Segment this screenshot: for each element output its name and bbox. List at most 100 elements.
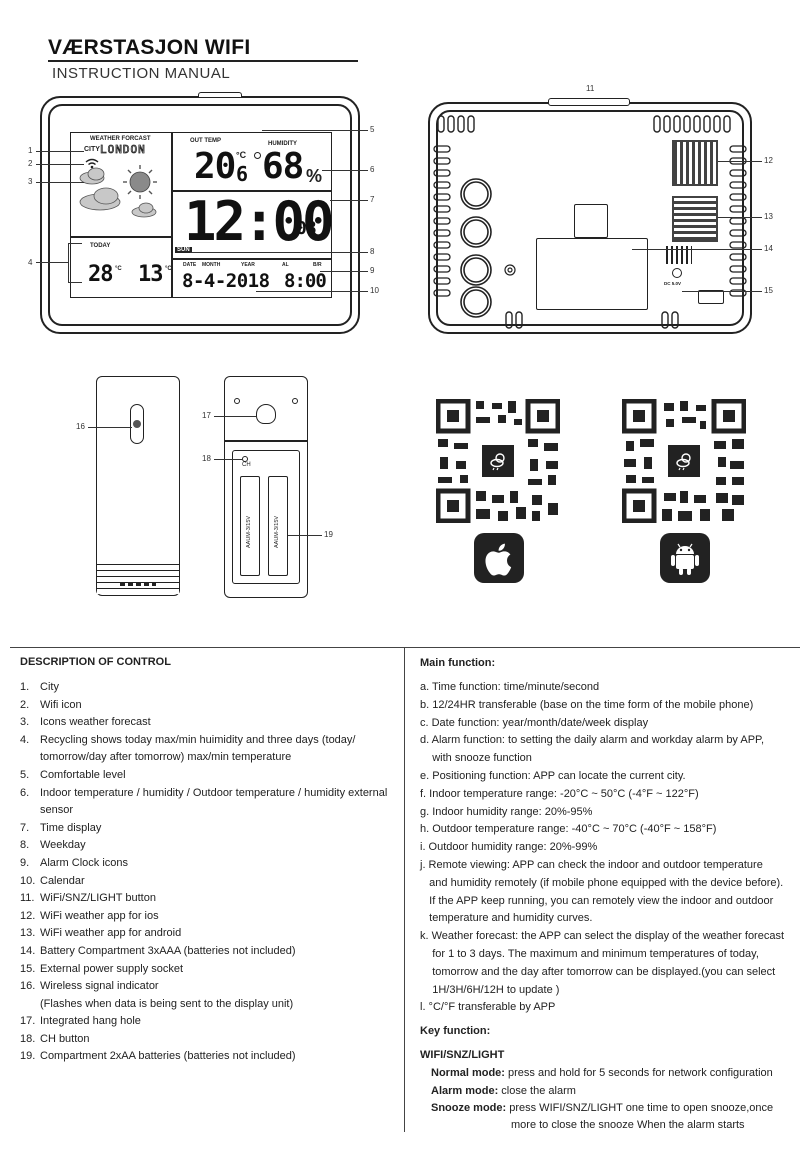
description-item: 16.Wireless signal indicator bbox=[20, 978, 398, 996]
description-item-number: 18. bbox=[20, 1032, 36, 1045]
min-temp-value: 13 bbox=[138, 262, 163, 287]
main-function-line: j. Remote viewing: APP can check the ind… bbox=[420, 858, 763, 871]
description-item-text: Recycling shows today max/min huimidity … bbox=[40, 733, 356, 764]
out-temp-value: 20 bbox=[194, 146, 236, 187]
alarm-mode-label: Alarm mode: bbox=[431, 1085, 499, 1097]
sensor-vents bbox=[120, 583, 156, 586]
description-item-text: Comfortable level bbox=[40, 768, 126, 781]
callout-16: 16 bbox=[76, 422, 85, 431]
callout-13: 13 bbox=[764, 212, 773, 221]
callout-17: 17 bbox=[202, 411, 211, 420]
description-item: 18. CH button bbox=[20, 1031, 398, 1049]
humidity-value: 68 bbox=[262, 146, 304, 187]
key-normal-mode: Normal mode: press and hold for 5 second… bbox=[431, 1065, 773, 1083]
description-item-text: (Flashes when data is being sent to the … bbox=[40, 997, 294, 1010]
description-item: 8.Weekday bbox=[20, 837, 398, 855]
main-function-line: temperature and humidity curves. bbox=[420, 912, 593, 925]
top-button-front bbox=[198, 92, 242, 97]
date-value: 8-4-2018 bbox=[182, 270, 270, 292]
weekday-badge: SUN bbox=[175, 247, 192, 253]
title-rule bbox=[48, 60, 358, 62]
today-label: TODAY bbox=[90, 243, 111, 249]
snooze-label: B/R bbox=[313, 262, 322, 268]
alarm-mode-text: close the alarm bbox=[498, 1085, 576, 1097]
description-item-number: 14. bbox=[20, 944, 36, 957]
humidity-label: HUMIDITY bbox=[268, 141, 297, 147]
battery-cell-1 bbox=[240, 476, 260, 576]
battery-cell-2 bbox=[268, 476, 288, 576]
apple-icon[interactable] bbox=[474, 533, 524, 583]
callout-line-6 bbox=[322, 170, 368, 171]
description-item: 5. Comfortable level bbox=[20, 767, 398, 785]
back-vents bbox=[428, 102, 758, 347]
lcd-display bbox=[70, 132, 332, 298]
description-item-text: Calendar bbox=[40, 874, 85, 887]
description-item: 13.WiFi weather app for android bbox=[20, 925, 398, 943]
ch-button[interactable] bbox=[242, 456, 248, 462]
switch-icon[interactable] bbox=[698, 290, 724, 304]
description-item-text: Time display bbox=[40, 821, 102, 834]
description-item: 15.External power supply socket bbox=[20, 961, 398, 979]
callout-line-8 bbox=[190, 252, 368, 253]
qr-weather-icon-android bbox=[674, 451, 694, 476]
main-function-line: for 1 to 3 days. The maximum and minimum… bbox=[420, 947, 759, 960]
description-item-number: 3. bbox=[20, 716, 30, 729]
description-item-number: 6. bbox=[20, 786, 30, 799]
android-icon[interactable] bbox=[660, 533, 710, 583]
description-item: 7.Time display bbox=[20, 820, 398, 838]
snooze-mode-text: press WIFI/SNZ/LIGHT one time to open sn… bbox=[506, 1102, 774, 1114]
qr-code-android[interactable] bbox=[621, 398, 747, 524]
cloud-icon-1 bbox=[79, 167, 105, 185]
main-function-line: and humidity remotely (if mobile phone e… bbox=[420, 876, 784, 889]
main-function-line: f. Indoor temperature range: -20°C ~ 50°… bbox=[420, 787, 699, 800]
callout-line-13 bbox=[718, 217, 762, 218]
power-socket bbox=[672, 268, 682, 278]
lcd-divider-2 bbox=[171, 258, 332, 260]
callout-line-16 bbox=[88, 427, 132, 428]
callout-line-2 bbox=[36, 164, 84, 165]
description-item-number: 17. bbox=[20, 1015, 36, 1028]
main-function-line: with snooze function bbox=[420, 752, 532, 765]
alarm-time-value: 8:00 bbox=[284, 270, 327, 292]
description-item-text: CH button bbox=[40, 1032, 90, 1045]
back-slots bbox=[666, 246, 692, 264]
cloud-icon-2 bbox=[79, 187, 121, 211]
description-item: 11.WiFi/SNZ/LIGHT button bbox=[20, 890, 398, 908]
callout-line-1 bbox=[36, 151, 84, 152]
qr-code-ios-small[interactable] bbox=[672, 140, 718, 186]
description-item-number: 5. bbox=[20, 768, 30, 781]
description-item-number: 9. bbox=[20, 856, 30, 869]
description-item: 10.Calendar bbox=[20, 873, 398, 891]
key-snooze-mode: Snooze mode: press WIFI/SNZ/LIGHT one ti… bbox=[431, 1100, 773, 1118]
description-item-text: Alarm Clock icons bbox=[40, 856, 129, 869]
description-item-text: City bbox=[40, 681, 59, 693]
callout-line-3 bbox=[36, 182, 84, 183]
wifi-icon bbox=[84, 156, 100, 174]
max-temp-value: 28 bbox=[88, 262, 113, 287]
wifi-snz-light-button[interactable] bbox=[548, 98, 630, 106]
power-label: DC 5.0V bbox=[664, 281, 682, 286]
key-snooze-mode-cont: more to close the snooze When the alarm … bbox=[511, 1119, 745, 1131]
sensor-back-divider bbox=[224, 440, 308, 442]
callout-line-17 bbox=[214, 416, 256, 417]
qr-code-android-small[interactable] bbox=[672, 196, 718, 242]
callout-1: 1 bbox=[28, 146, 33, 155]
hang-hole-icon bbox=[256, 404, 276, 424]
callout-19: 19 bbox=[324, 530, 333, 539]
main-function-line: b. 12/24HR transferable (base on the tim… bbox=[420, 698, 754, 711]
year-label: YEAR bbox=[241, 262, 255, 268]
description-item-number: 12. bbox=[20, 909, 36, 922]
sun-icon bbox=[123, 165, 157, 199]
max-temp-unit: °C bbox=[115, 266, 122, 272]
key-function-subheading: WIFI/SNZ/LIGHT bbox=[420, 1049, 505, 1061]
callout-5: 5 bbox=[370, 125, 375, 134]
callout-line-18 bbox=[214, 459, 242, 460]
description-item-text: Battery Compartment 3xAAA (batteries not… bbox=[40, 944, 296, 957]
callout-10: 10 bbox=[370, 286, 379, 295]
battery-label-2: AAUM-3/15V bbox=[274, 515, 280, 548]
normal-mode-text: press and hold for 5 seconds for network… bbox=[504, 1067, 773, 1079]
callout-line-19 bbox=[288, 535, 322, 536]
callout-15: 15 bbox=[764, 286, 773, 295]
main-function-heading: Main function: bbox=[420, 657, 496, 669]
qr-weather-icon-ios bbox=[488, 451, 508, 476]
